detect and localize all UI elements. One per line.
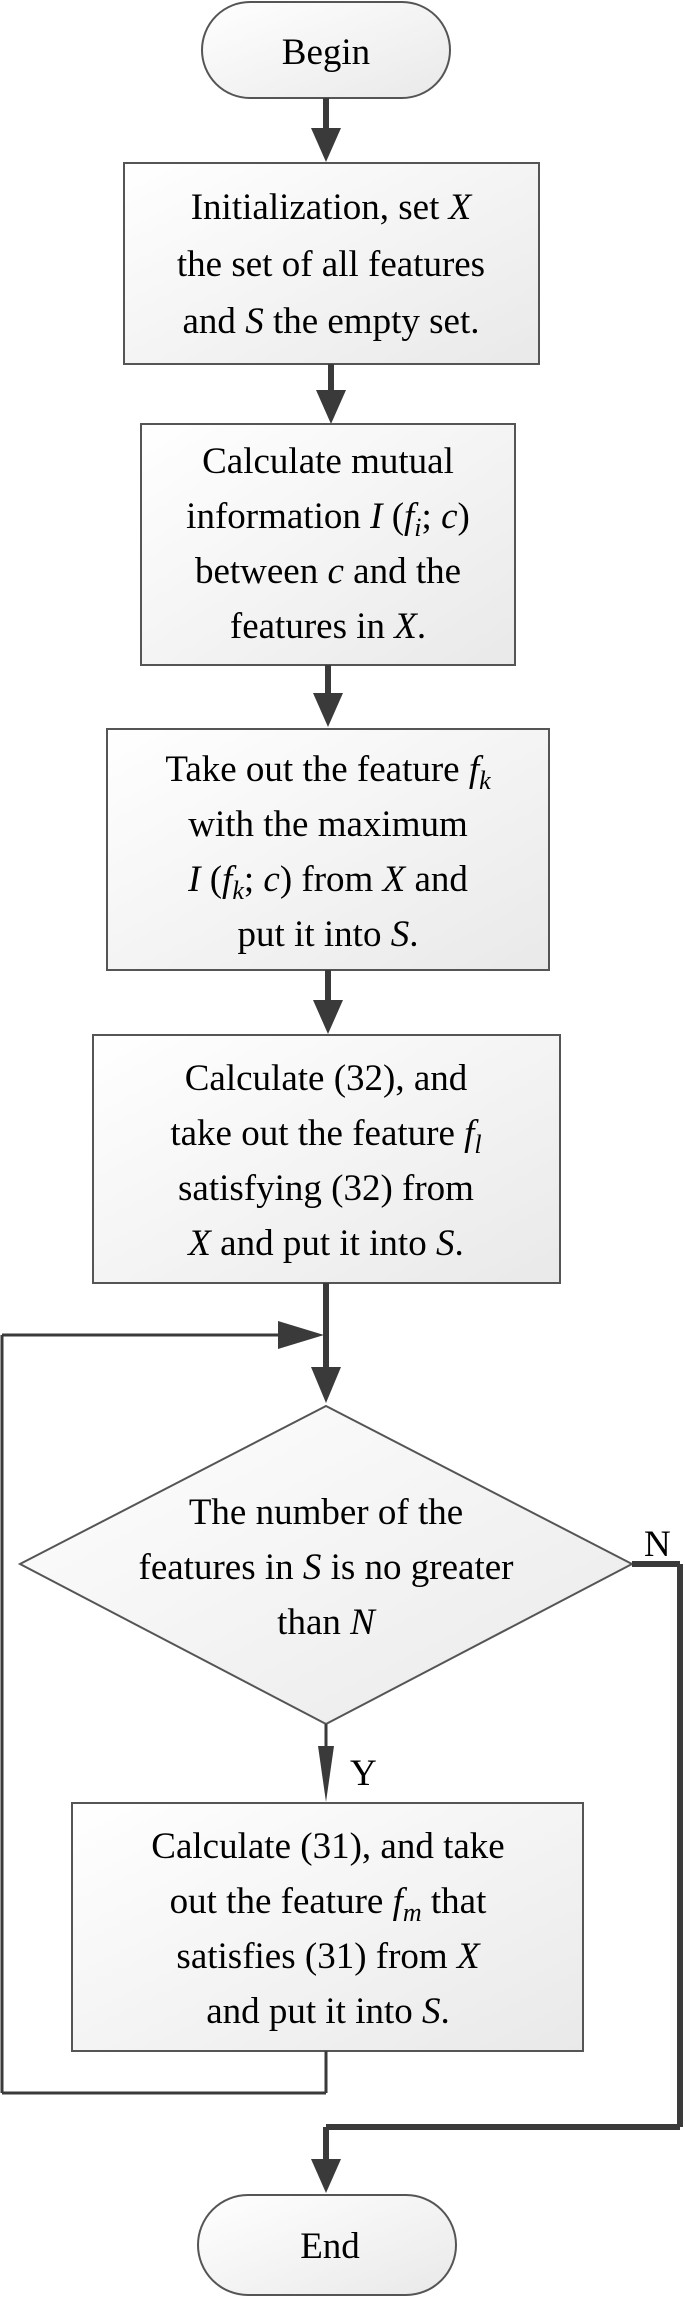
text-line: satisfies (31) from X xyxy=(176,1936,481,1977)
end-label: End xyxy=(300,2226,360,2267)
arrow-mutual-to-takeout xyxy=(313,665,343,727)
loop-back xyxy=(0,1321,328,2095)
text-line: with the maximum xyxy=(188,804,468,845)
yes-branch: Y xyxy=(318,1724,377,1802)
begin-node: Begin xyxy=(201,1,451,99)
text-line: between c and the xyxy=(195,551,461,592)
text-line: Calculate mutual xyxy=(202,441,454,482)
init-step: Initialization, set X the set of all feat… xyxy=(123,162,540,365)
text-line: take out the feature fl xyxy=(170,1113,481,1159)
text-line: put it into S. xyxy=(238,914,419,955)
text-line: I (fk; c) from X and xyxy=(187,859,468,905)
begin-label: Begin xyxy=(282,32,370,73)
text-line: features in S is no greater xyxy=(139,1547,514,1588)
arrow-init-to-mutual xyxy=(316,364,346,424)
text-line: Calculate (31), and take xyxy=(151,1826,504,1867)
text-line: X and put it into S. xyxy=(186,1223,463,1264)
init-text: Initialization, set X the set of all feat… xyxy=(177,187,485,342)
calculate-32-step: Calculate (32), and take out the feature … xyxy=(92,1034,561,1284)
text-line: Initialization, set X xyxy=(191,187,473,228)
text-line: information I (fi; c) xyxy=(186,496,470,542)
text-line: Calculate (32), and xyxy=(185,1058,468,1099)
text-line: than N xyxy=(277,1602,377,1643)
arrow-takeout-to-calc32 xyxy=(313,970,343,1034)
calculate-32-text: Calculate (32), and take out the feature … xyxy=(170,1058,481,1264)
calculate-31-step: Calculate (31), and take out the feature … xyxy=(71,1802,584,2052)
text-line: The number of the xyxy=(189,1492,463,1533)
text-line: Take out the feature fk xyxy=(165,749,491,795)
text-line: satisfying (32) from xyxy=(178,1168,474,1209)
yes-label: Y xyxy=(350,1753,377,1794)
no-label: N xyxy=(644,1524,671,1565)
text-line: out the feature fm that xyxy=(170,1881,487,1927)
arrow-calc32-to-decision xyxy=(311,1283,341,1403)
text-line: features in X. xyxy=(230,606,426,647)
arrow-begin-to-init xyxy=(311,98,341,162)
text-line: and put it into S. xyxy=(206,1991,450,2032)
end-node: End xyxy=(197,2194,457,2296)
calculate-31-text: Calculate (31), and take out the feature … xyxy=(151,1826,504,2032)
decision-text: The number of the features in S is no gre… xyxy=(139,1492,514,1643)
decision-node: The number of the features in S is no gre… xyxy=(17,1404,635,1726)
text-line: and S the empty set. xyxy=(183,301,480,342)
mutual-info-step: Calculate mutual information I (fi; c) bet… xyxy=(140,423,516,666)
text-line: the set of all features xyxy=(177,244,485,285)
no-branch: N xyxy=(311,1524,683,2193)
mutual-info-text: Calculate mutual information I (fi; c) bet… xyxy=(186,441,470,647)
